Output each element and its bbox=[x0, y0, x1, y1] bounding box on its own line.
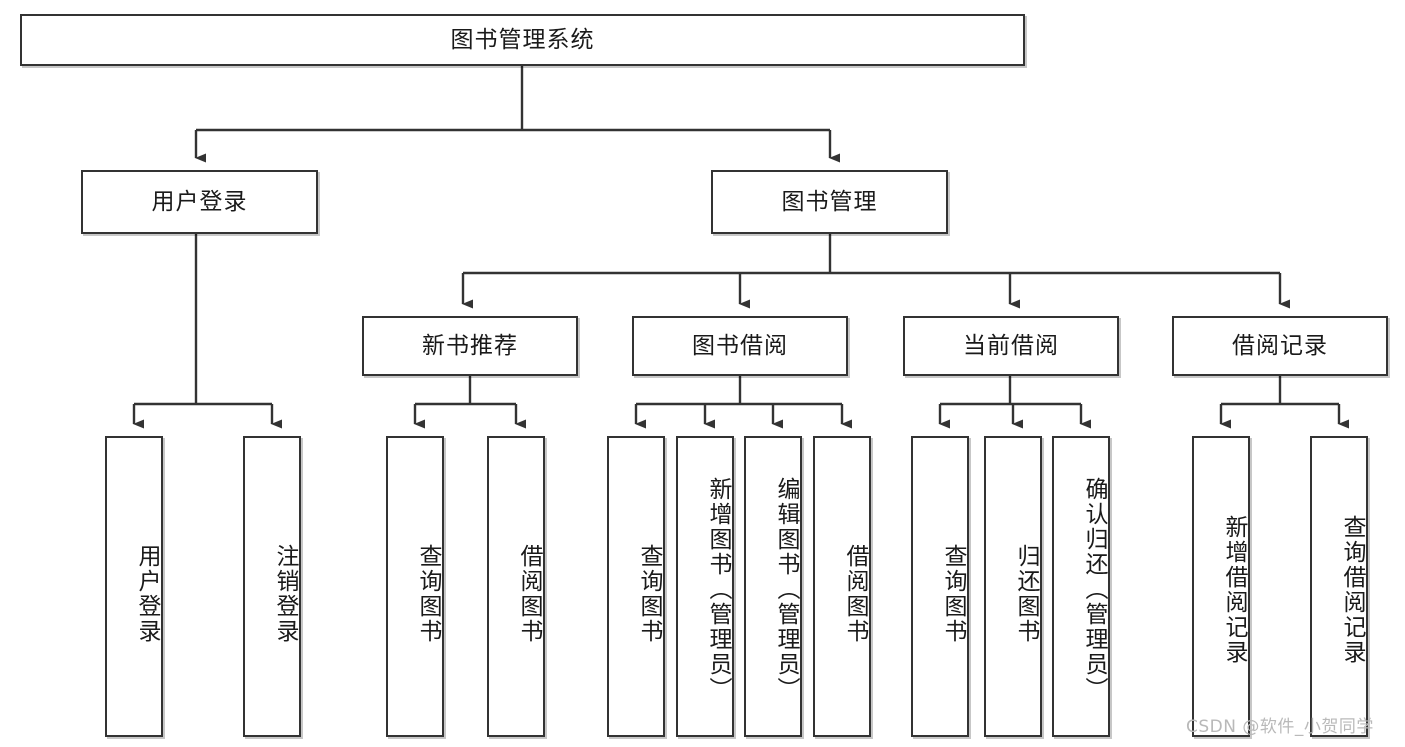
node-leaf-add-borrow-record[interactable]: 新增借阅记录 bbox=[1192, 436, 1250, 737]
node-new-book-recommend[interactable]: 新书推荐 bbox=[362, 316, 578, 376]
node-leaf-borrow-book-2[interactable]: 借阅图书 bbox=[813, 436, 871, 737]
edges-user-login-to-leaves bbox=[132, 234, 282, 429]
node-borrow-record[interactable]: 借阅记录 bbox=[1172, 316, 1388, 376]
node-leaf-query-book-3[interactable]: 查询图书 bbox=[911, 436, 969, 737]
edges-root-to-level2 bbox=[194, 66, 840, 163]
node-book-manage[interactable]: 图书管理 bbox=[711, 170, 948, 234]
node-leaf-query-book-1[interactable]: 查询图书 bbox=[386, 436, 444, 737]
node-book-borrow[interactable]: 图书借阅 bbox=[632, 316, 848, 376]
edges-current-borrow-to-leaves bbox=[938, 376, 1091, 429]
node-leaf-logout-login[interactable]: 注销登录 bbox=[243, 436, 301, 737]
node-root-图书管理系统[interactable]: 图书管理系统 bbox=[20, 14, 1025, 66]
node-leaf-query-book-2[interactable]: 查询图书 bbox=[607, 436, 665, 737]
node-leaf-borrow-book-1[interactable]: 借阅图书 bbox=[487, 436, 545, 737]
node-leaf-query-borrow-record[interactable]: 查询借阅记录 bbox=[1310, 436, 1368, 737]
node-leaf-confirm-return-admin[interactable]: 确认归还（管理员） bbox=[1052, 436, 1110, 737]
edges-borrow-record-to-leaves bbox=[1219, 376, 1349, 429]
edges-book-borrow-to-leaves bbox=[634, 376, 852, 429]
node-leaf-add-book-admin[interactable]: 新增图书（管理员） bbox=[676, 436, 734, 737]
node-leaf-return-book[interactable]: 归还图书 bbox=[984, 436, 1042, 737]
node-user-login[interactable]: 用户登录 bbox=[81, 170, 318, 234]
node-current-borrow[interactable]: 当前借阅 bbox=[903, 316, 1119, 376]
edges-new-book-recommend-to-leaves bbox=[413, 376, 526, 429]
edges-book-manage-to-level3 bbox=[461, 234, 1290, 309]
node-leaf-user-login[interactable]: 用户登录 bbox=[105, 436, 163, 737]
node-leaf-edit-book-admin[interactable]: 编辑图书（管理员） bbox=[744, 436, 802, 737]
